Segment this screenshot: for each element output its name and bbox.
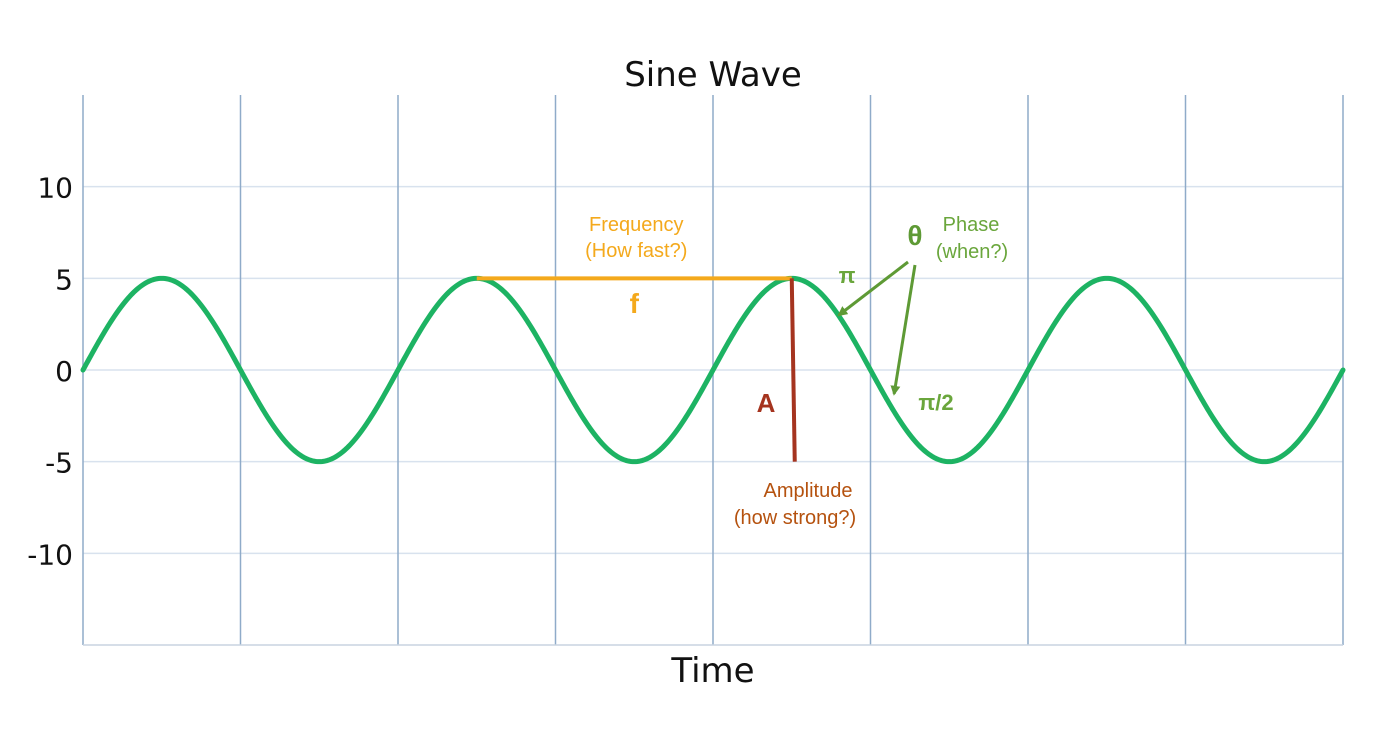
y-tick-label: 10 xyxy=(37,172,73,205)
amplitude-marker-line xyxy=(789,278,797,462)
phase-arrow-to-pi xyxy=(837,260,909,317)
frequency-symbol: f xyxy=(630,288,640,319)
phase-half-pi-label: π/2 xyxy=(918,390,953,415)
y-tick-label: -5 xyxy=(45,447,73,480)
y-axis-ticks: 10 5 0 -5 -10 xyxy=(27,172,73,572)
y-tick-label: -10 xyxy=(27,538,73,571)
chart-title: Sine Wave xyxy=(624,55,802,95)
x-axis-label: Time xyxy=(670,651,754,691)
amplitude-symbol: A xyxy=(757,388,776,418)
y-tick-label: 5 xyxy=(55,263,73,296)
sine-series-line xyxy=(80,275,1346,465)
y-tick-label: 0 xyxy=(55,355,73,388)
phase-symbol: θ xyxy=(907,220,922,251)
amplitude-label-sub: (how strong?) xyxy=(734,507,856,529)
amplitude-label: Amplitude xyxy=(764,480,853,502)
frequency-label: Frequency xyxy=(589,214,684,236)
frequency-label-sub: (How fast?) xyxy=(585,240,687,262)
phase-arrow-to-half-pi xyxy=(890,264,917,396)
phase-label-sub: (when?) xyxy=(936,241,1008,263)
phase-label: Phase xyxy=(943,214,1000,236)
phase-pi-label: π xyxy=(839,263,856,288)
